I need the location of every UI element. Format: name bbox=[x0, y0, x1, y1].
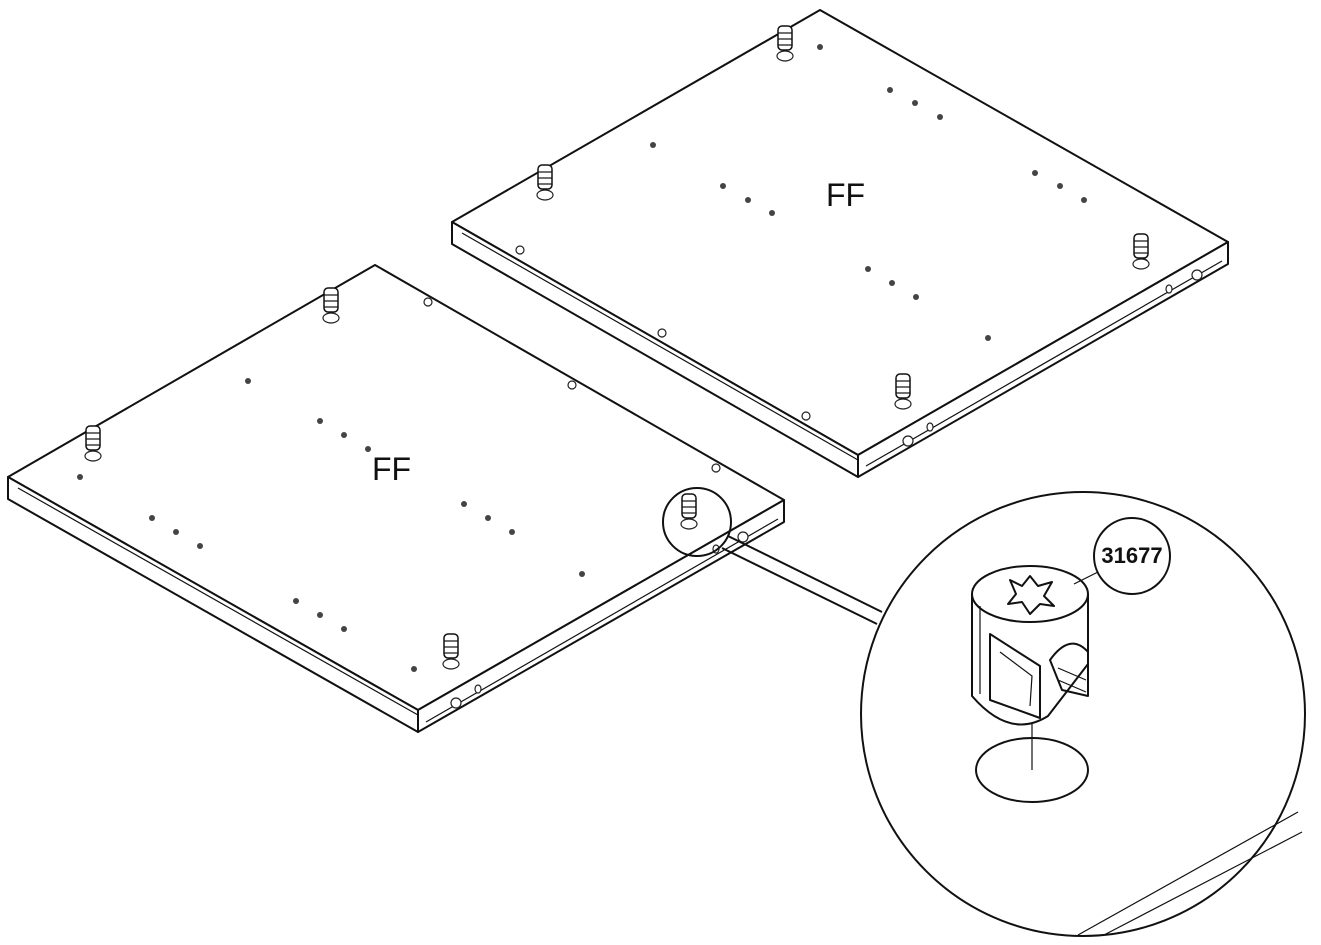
cam-fitting bbox=[84, 425, 102, 462]
leader-line bbox=[727, 535, 883, 613]
cam-fitting bbox=[894, 373, 912, 410]
panel-right-side-edge bbox=[857, 241, 1229, 478]
cam-fitting bbox=[776, 25, 794, 62]
detail-highlight-circle bbox=[662, 487, 732, 557]
panel-right-holes bbox=[515, 44, 1203, 447]
cam-fitting bbox=[1132, 233, 1150, 270]
cam-fitting bbox=[442, 633, 460, 670]
panel-left: FF bbox=[7, 264, 785, 733]
cam-fitting-large bbox=[971, 565, 1089, 726]
cam-fitting bbox=[322, 287, 340, 324]
leader-line bbox=[721, 547, 878, 625]
panel-label: FF bbox=[372, 451, 411, 487]
detail-circle bbox=[860, 491, 1306, 937]
cam-fitting bbox=[680, 493, 698, 530]
panel-label: FF bbox=[826, 177, 865, 213]
panel-left-holes bbox=[77, 297, 749, 709]
cam-fitting bbox=[536, 164, 554, 201]
magnified-detail: 31677 bbox=[860, 491, 1306, 937]
part-number-label: 31677 bbox=[1101, 543, 1162, 568]
panel-right: FF bbox=[451, 9, 1229, 478]
part-number-bubble bbox=[1093, 517, 1171, 595]
